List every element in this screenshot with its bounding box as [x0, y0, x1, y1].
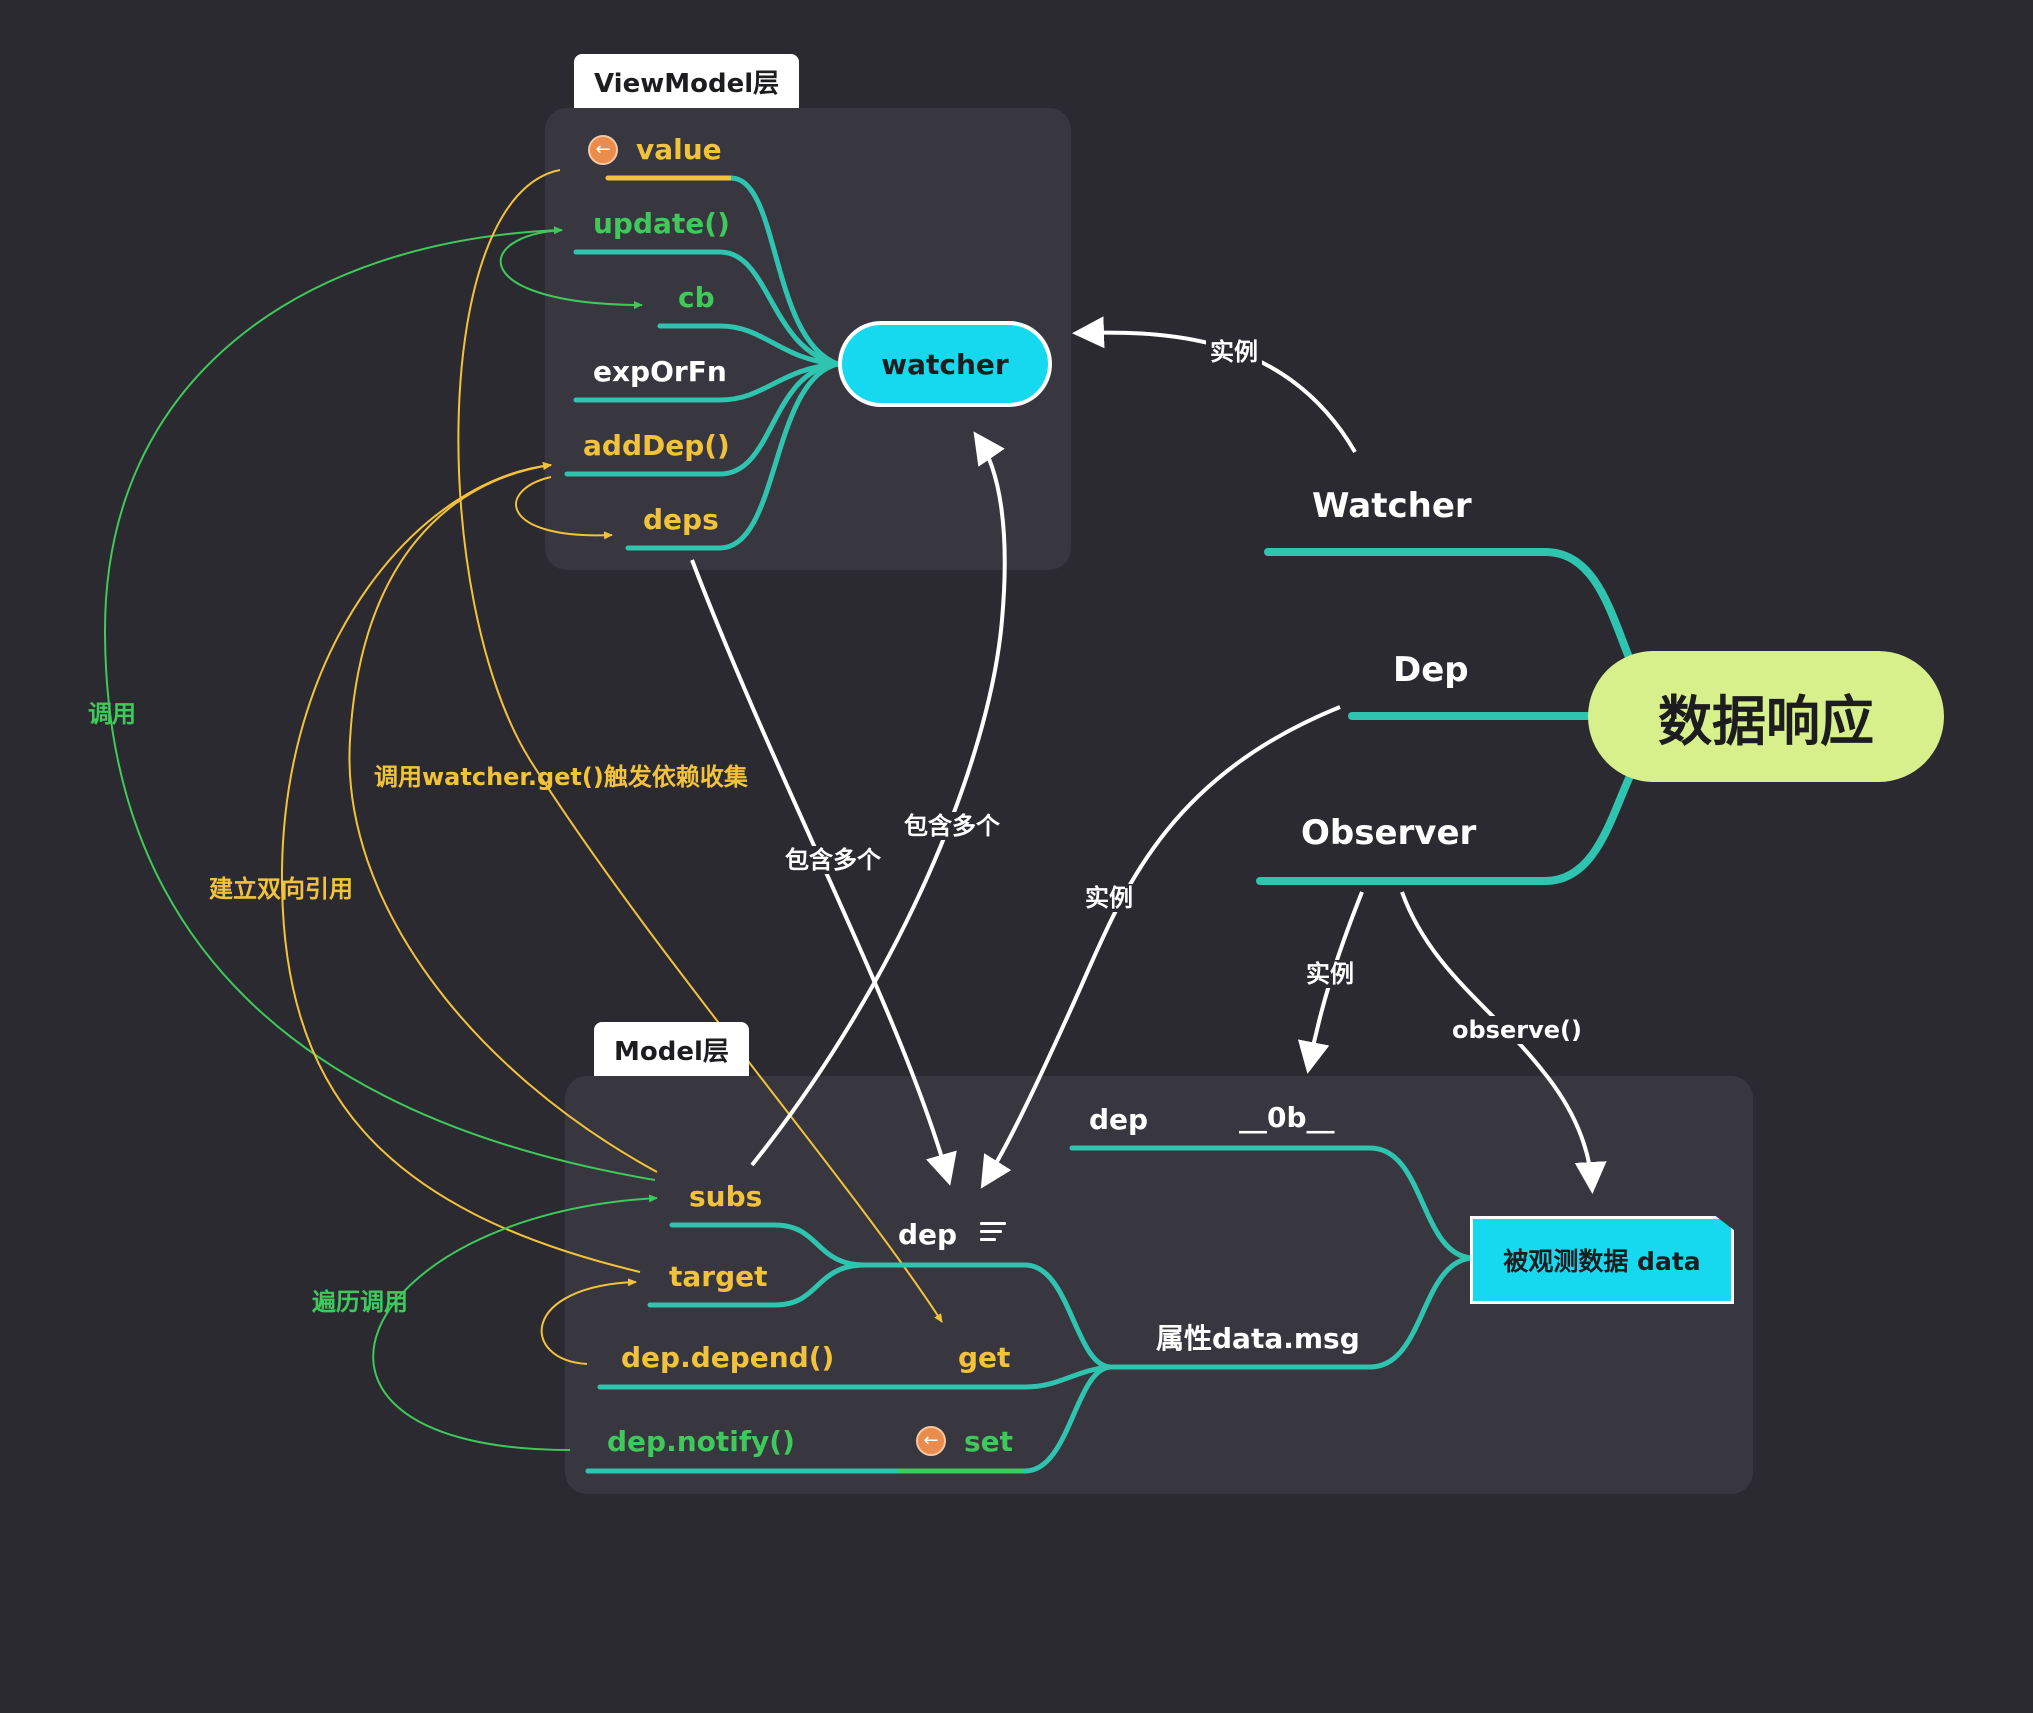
model-item-subs[interactable]: subs: [689, 1180, 763, 1213]
connector-observer: [1256, 772, 1634, 885]
model-item-prop[interactable]: 属性data.msg: [1156, 1322, 1360, 1355]
curve-target-adddep: [280, 461, 641, 1273]
label-iterate: 遍历调用: [312, 1288, 408, 1316]
observed-data-node[interactable]: 被观测数据 data: [1470, 1216, 1734, 1304]
vm-branch-3: [719, 323, 839, 367]
model-item-depend[interactable]: dep.depend(): [621, 1341, 835, 1374]
model-tab[interactable]: Model层: [594, 1022, 749, 1076]
model-item-target[interactable]: target: [669, 1260, 768, 1293]
model-item-get[interactable]: get: [958, 1341, 1011, 1374]
arrow-observe: [1400, 891, 1607, 1194]
model-item-dep-node[interactable]: dep: [898, 1218, 958, 1251]
target-to-dep: [772, 1262, 868, 1308]
vm-item-deps[interactable]: deps: [643, 503, 719, 536]
branch-dep[interactable]: Dep: [1393, 650, 1469, 690]
arrow-left-circle-icon: ←: [916, 1426, 946, 1456]
vm-branch-2: [719, 249, 839, 367]
watcher-node[interactable]: watcher: [838, 321, 1052, 407]
label-instance-dep: 实例: [1081, 884, 1137, 912]
subs-to-dep: [772, 1222, 868, 1268]
label-contains-2: 包含多个: [900, 812, 1004, 840]
connector-watcher: [1264, 548, 1634, 664]
model-item-notify[interactable]: dep.notify(): [607, 1425, 795, 1458]
vm-item-adddep[interactable]: addDep(): [583, 429, 730, 462]
vm-branch-5: [719, 361, 839, 477]
arrow-deps-to-dep: [690, 559, 957, 1186]
ob-to-data: [1367, 1145, 1475, 1261]
arrow-dep-instance: [980, 705, 1341, 1189]
curve-notify-subs: [372, 1194, 658, 1451]
curve-subs-adddep: [348, 462, 658, 1173]
label-instance-watcher: 实例: [1206, 338, 1262, 366]
viewmodel-tab[interactable]: ViewModel层: [574, 54, 800, 108]
vm-item-value[interactable]: value: [636, 133, 722, 166]
vm-item-update[interactable]: update(): [593, 207, 730, 240]
label-call: 调用: [88, 700, 136, 728]
model-item-ob-key[interactable]: __0b__: [1239, 1101, 1335, 1134]
arrow-left-circle-icon: ←: [588, 135, 618, 165]
branch-watcher[interactable]: Watcher: [1312, 486, 1472, 526]
central-topic[interactable]: 数据响应: [1588, 651, 1944, 782]
set-to-prop: [1022, 1364, 1113, 1474]
dep-to-prop: [1022, 1262, 1113, 1370]
menu-lines-icon: [980, 1222, 1006, 1242]
vm-item-cb[interactable]: cb: [678, 281, 715, 314]
arrow-subs-to-watcher: [750, 431, 1007, 1167]
model-item-set[interactable]: set: [964, 1425, 1014, 1458]
vm-item-exporfn[interactable]: expOrFn: [593, 355, 727, 388]
curve-depend-target: [540, 1278, 637, 1365]
label-instance-observer: 实例: [1302, 960, 1358, 988]
curve-call-update: [103, 226, 656, 1181]
curve-call-get: [457, 169, 943, 1323]
curve-update-cb: [499, 229, 643, 309]
label-two-way: 建立双向引用: [209, 875, 353, 903]
label-contains-1: 包含多个: [781, 846, 885, 874]
label-observe: observe(): [1448, 1016, 1586, 1044]
curve-adddep-deps: [515, 476, 613, 540]
model-item-dep-key[interactable]: dep: [1089, 1103, 1149, 1136]
vm-branch-6: [719, 361, 839, 551]
label-call-get: 调用watcher.get()触发依赖收集: [374, 763, 748, 791]
vm-branch-1: [730, 175, 839, 367]
branch-observer[interactable]: Observer: [1301, 813, 1477, 853]
